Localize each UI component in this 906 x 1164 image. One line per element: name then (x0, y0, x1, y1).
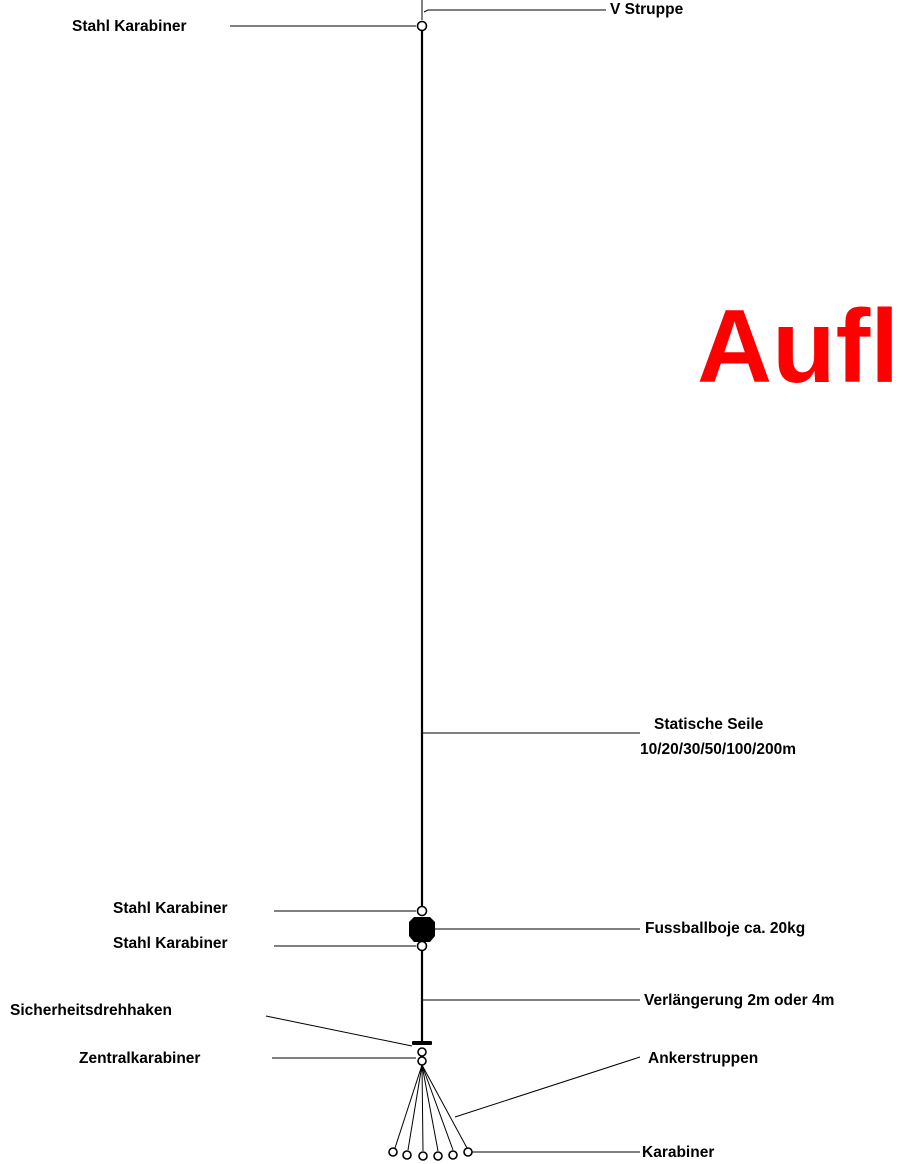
anchor-strap-5 (421, 1064, 454, 1151)
anchor-carabiner-1 (388, 1147, 398, 1157)
central-carabiner-ring-1 (417, 1047, 427, 1057)
anchor-carabiner-3 (418, 1151, 428, 1161)
zentralkarabiner-label: Zentralkarabiner (79, 1050, 200, 1067)
v-struppe-leader (423, 9, 606, 13)
anchor-strap-6 (421, 1064, 468, 1149)
v-struppe-label: V Struppe (610, 1, 684, 18)
safety-swivel-icon (412, 1041, 432, 1045)
verlaengerung-label: Verlängerung 2m oder 4m (644, 992, 834, 1009)
steel-carabiner-lower (416, 940, 428, 952)
anchor-carabiner-2 (402, 1150, 412, 1160)
anchor-strap-3 (421, 1064, 424, 1152)
steel-carabiner-upper (416, 905, 428, 917)
anchor-carabiner-5 (448, 1150, 458, 1160)
ankerstruppen-label: Ankerstruppen (648, 1050, 758, 1067)
title-fragment: Aufl (697, 289, 899, 405)
anchor-strap-1 (394, 1064, 423, 1149)
stahl-karabiner-upper-label: Stahl Karabiner (113, 900, 228, 917)
anchor-carabiner-4 (433, 1151, 443, 1161)
anchor-strap-2 (407, 1064, 423, 1151)
sicherheitsdrehhaken-leader (265, 1015, 413, 1047)
statische-seile-label: Statische Seile (654, 716, 764, 733)
stahl-karabiner-lower-label: Stahl Karabiner (113, 935, 228, 952)
football-buoy-icon (409, 917, 435, 942)
fussballboje-label: Fussballboje ca. 20kg (645, 920, 805, 937)
karabiner-label: Karabiner (642, 1144, 714, 1161)
ankerstruppen-leader (454, 1056, 641, 1118)
sicherheitsdrehhaken-label: Sicherheitsdrehhaken (10, 1002, 172, 1019)
anchor-strap-4 (421, 1064, 439, 1152)
anchor-carabiner-6 (463, 1147, 473, 1157)
stahl-karabiner-top-label: Stahl Karabiner (72, 18, 187, 35)
central-carabiner-ring-2 (417, 1056, 427, 1066)
statische-seile-lengths: 10/20/30/50/100/200m (640, 741, 796, 758)
steel-carabiner-top (416, 20, 428, 32)
